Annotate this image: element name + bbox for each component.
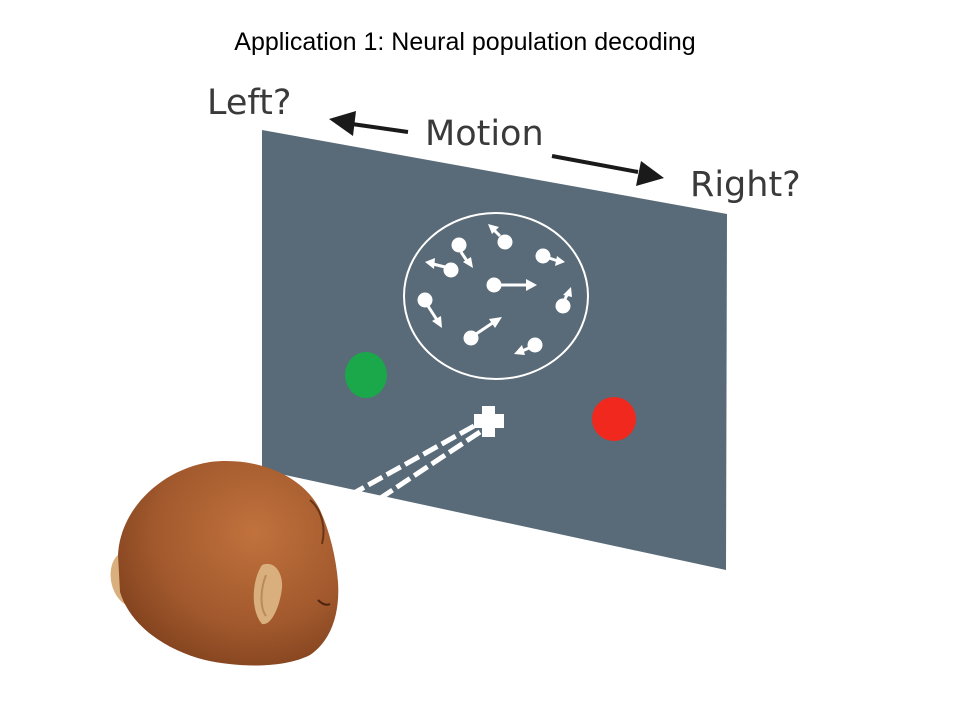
left-target bbox=[345, 352, 387, 398]
display-screen bbox=[262, 130, 727, 570]
fixation-cross-icon bbox=[474, 406, 504, 437]
monkey-head-icon bbox=[110, 461, 339, 666]
label-motion: Motion bbox=[425, 114, 544, 154]
label-left: Left? bbox=[207, 83, 291, 123]
motion-arrow-right-icon bbox=[551, 154, 664, 186]
slide-title: Application 1: Neural population decodin… bbox=[234, 28, 696, 56]
motion-arrow-left-icon bbox=[329, 111, 409, 136]
label-right: Right? bbox=[690, 165, 801, 205]
dot-aperture bbox=[403, 212, 589, 380]
gaze-lines bbox=[343, 423, 482, 508]
right-target bbox=[592, 397, 636, 441]
